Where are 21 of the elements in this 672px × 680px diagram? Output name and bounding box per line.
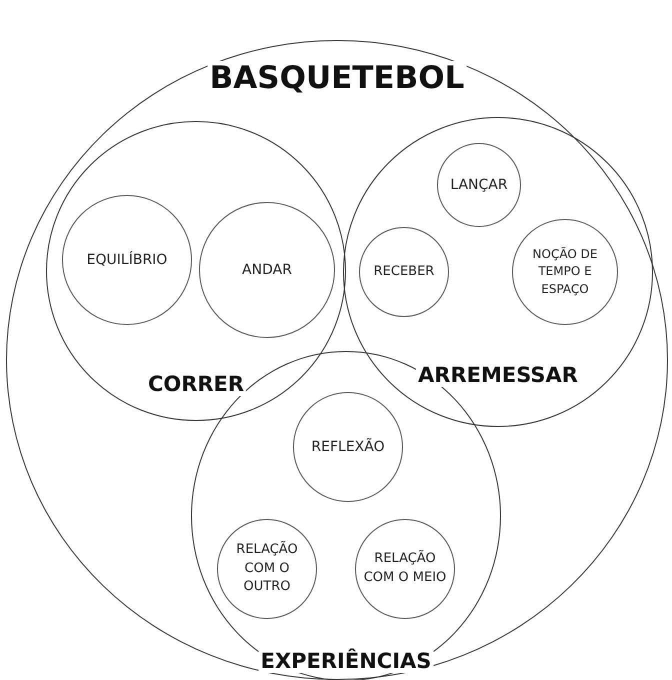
circle	[46, 121, 346, 421]
circle-label: RECEBER	[372, 262, 436, 281]
circle	[437, 143, 521, 227]
circle-label: REFLEXÃO	[310, 437, 386, 457]
circle	[6, 40, 668, 680]
circle	[512, 219, 618, 325]
circle-label: RELAÇÃO COM O MEIO	[362, 550, 448, 587]
circle-label: RELAÇÃO COM O OUTRO	[235, 540, 299, 596]
circle	[293, 392, 403, 502]
circle-title: EXPERIÊNCIAS	[258, 649, 434, 674]
circle	[62, 195, 192, 325]
circle-label: ANDAR	[241, 260, 293, 280]
circle	[217, 519, 317, 619]
circle-title: ARREMESSAR	[416, 363, 580, 388]
circle	[355, 519, 455, 619]
circle-label: NOÇÃO DE TEMPO E ESPAÇO	[532, 246, 598, 298]
circle	[343, 117, 653, 427]
circle	[359, 227, 449, 317]
circle-label: LANÇAR	[449, 176, 509, 195]
circle	[199, 202, 335, 338]
circle-label: EQUILÍBRIO	[86, 250, 168, 270]
